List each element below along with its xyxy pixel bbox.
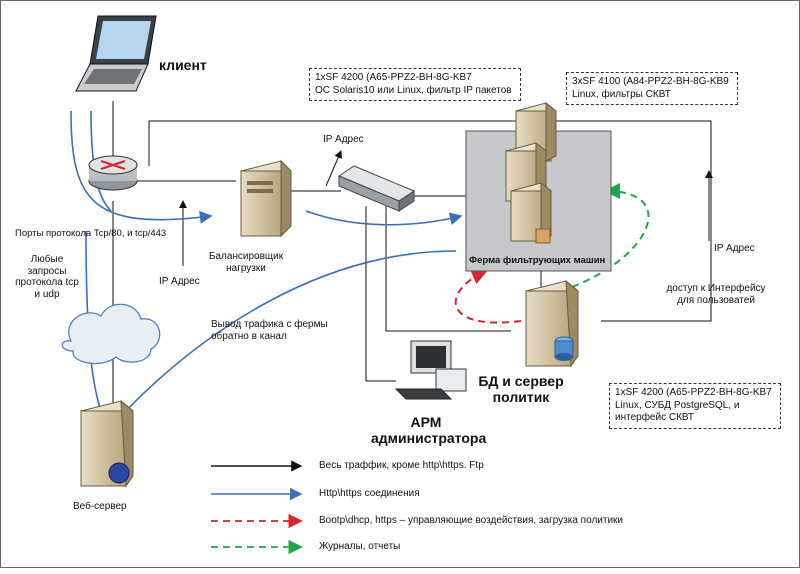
workstation-icon (394, 340, 467, 400)
any-requests-label: Любые запросы протокола tcp и udp (15, 254, 79, 300)
red-flow (454, 269, 522, 324)
wiring (112, 101, 712, 411)
note-line: Linux, СУБД PostgreSQL, и (615, 399, 740, 411)
black-arrows (179, 150, 713, 266)
legend-item-http: Http\https соединения (319, 488, 420, 499)
note-line: ОС Solaris10 или Linux, фильтр IP пакето… (315, 84, 512, 96)
web-server-icon (79, 399, 135, 488)
ip-address-right-label: IP Адрес (714, 243, 755, 254)
traffic-back-label: Вывод трафика с фермы обратно в канал (211, 319, 328, 342)
laptop-icon (75, 15, 157, 92)
webserver-label: Веб-сервер (73, 501, 127, 512)
legend-item-control: Bootp\dhcp, https – управляющие воздейст… (319, 515, 623, 526)
legend-item-logs: Журналы, отчеты (319, 541, 401, 552)
note-line: интерфейс СКВТ (615, 412, 695, 423)
client-label: клиент (159, 57, 207, 73)
farm-label: Ферма фильтрующих машин (469, 255, 606, 266)
legend-lines (211, 460, 303, 555)
ports-label: Порты протокола Tcp/80, и tcp/443 (15, 228, 167, 239)
db-label: БД и сервер политик (478, 373, 564, 406)
note-line: 1xSF 4200 (A65-PPZ2-BH-8G-KB7 (615, 387, 772, 398)
user-access-label: доступ к Интерфейсу для пользоватей (666, 283, 766, 306)
note-line: 3xSF 4100 (A84-PPZ2-BH-8G-KB9 (572, 76, 729, 87)
balancer-spec-note: 1xSF 4200 (A65-PPZ2-BH-8G-KB7 ОС Solaris… (309, 68, 521, 101)
balancer-label: Балансировщик нагрузки (208, 251, 284, 274)
legend-item-all-traffic: Весь траффик, кроме http\https. Ftp (319, 460, 484, 471)
cloud-icon (61, 303, 161, 365)
ip-address-mid-label: IP Адрес (159, 276, 200, 287)
admin-label: АРМ администратора (371, 414, 487, 447)
db-spec-note: 1xSF 4200 (A65-PPZ2-BH-8G-KB7 Linux, СУБ… (609, 383, 781, 429)
note-line: 1xSF 4200 (A65-PPZ2-BH-8G-KB7 (315, 72, 472, 83)
note-line: Linux, фильтры СКВТ (572, 88, 671, 100)
balancer-server-icon (240, 159, 292, 238)
switch-icon (337, 165, 416, 212)
router-icon (88, 155, 138, 191)
farm-server-icon (509, 181, 553, 244)
farm-spec-note: 3xSF 4100 (A84-PPZ2-BH-8G-KB9 Linux, фил… (566, 72, 738, 105)
ip-address-top-label: IP Адрес (323, 134, 364, 145)
db-server-icon (524, 279, 580, 368)
